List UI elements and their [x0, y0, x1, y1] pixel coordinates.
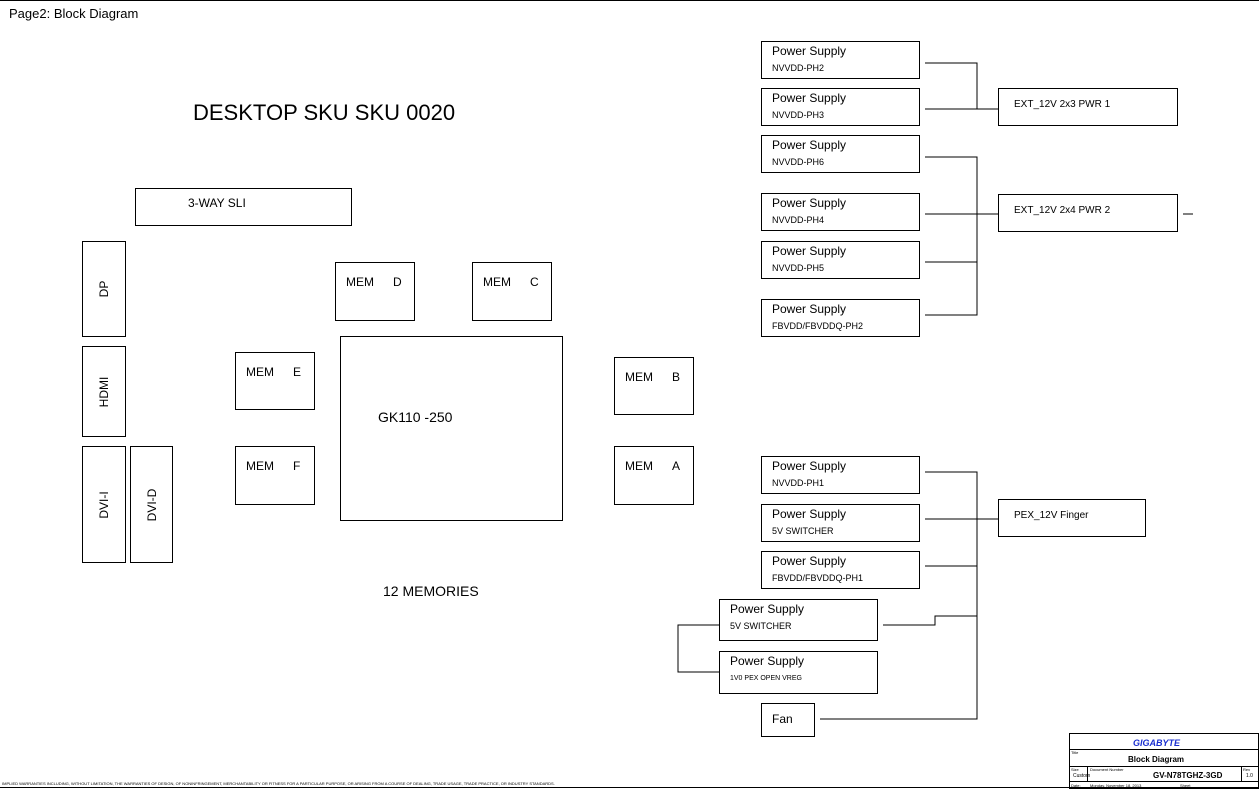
sheet-label: Sheet: [1180, 783, 1191, 788]
document-title: Block Diagram: [1128, 755, 1185, 764]
dp-connector: DP: [82, 241, 126, 337]
memory-b-letter: B: [672, 370, 681, 384]
title-block-divider: [1087, 766, 1088, 781]
memory-c: MEM C: [472, 262, 552, 321]
power-supply-nvvdd-ph1: Power Supply NVVDD-PH1: [761, 456, 920, 494]
power-supply-1v0-pex: Power Supply 1V0 PEX OPEN VREG: [719, 651, 878, 694]
date-value: Monday, November 18, 2013: [1090, 783, 1142, 788]
dp-label: DP: [97, 280, 111, 298]
power-supply-label: Power Supply: [772, 44, 847, 58]
size-value: Custom: [1073, 773, 1091, 779]
gpu-block: GK110 -250: [340, 336, 563, 521]
memory-d-mem: MEM: [346, 275, 374, 289]
memory-b: MEM B: [614, 357, 694, 415]
power-supply-label: Power Supply: [730, 602, 805, 616]
power-supply-5v-switcher-a: Power Supply 5V SWITCHER: [761, 504, 920, 542]
sli-label: 3-WAY SLI: [188, 196, 246, 210]
dvi-d-connector: DVI-D: [130, 446, 173, 563]
power-supply-label: Power Supply: [772, 196, 847, 210]
pex-12v-finger: PEX_12V Finger: [998, 499, 1146, 537]
document-number: GV-N78TGHZ-3GD: [1153, 771, 1223, 780]
memory-f-mem: MEM: [246, 459, 274, 473]
power-supply-label: Power Supply: [730, 654, 805, 668]
title-block-divider: [1070, 781, 1259, 782]
fan-block: Fan: [761, 703, 815, 737]
dvi-i-connector: DVI-I: [82, 446, 126, 563]
rev-label: Rev: [1243, 767, 1251, 772]
title-block-divider: [1241, 766, 1242, 781]
power-supply-5v-switcher-b: Power Supply 5V SWITCHER: [719, 599, 878, 641]
power-supply-rail: NVVDD-PH1: [772, 478, 825, 488]
memory-d: MEM D: [335, 262, 415, 321]
power-supply-rail: 5V SWITCHER: [730, 621, 792, 631]
footer-disclaimer: IMPLIED WARRANTIES INCLUDING, WITHOUT LI…: [2, 781, 555, 786]
title-block-divider: [1070, 766, 1259, 767]
power-supply-rail: NVVDD-PH6: [772, 157, 825, 167]
ext-12v-pwr2-label: EXT_12V 2x4 PWR 2: [1014, 205, 1111, 216]
memory-f-letter: F: [293, 459, 301, 473]
memory-c-letter: C: [530, 275, 539, 289]
power-supply-label: Power Supply: [772, 138, 847, 152]
power-supply-rail: NVVDD-PH3: [772, 110, 825, 120]
size-label: Size: [1071, 767, 1079, 772]
diagram-title: DESKTOP SKU SKU 0020: [193, 100, 456, 125]
ext-12v-pwr1: EXT_12V 2x3 PWR 1: [998, 88, 1178, 126]
power-supply-rail: FBVDD/FBVDDQ-PH1: [772, 573, 864, 583]
power-supply-rail: NVVDD-PH2: [772, 63, 825, 73]
memory-f: MEM F: [235, 446, 315, 505]
power-supply-nvvdd-ph2: Power Supply NVVDD-PH2: [761, 41, 920, 79]
docnum-label: Document Number: [1090, 767, 1124, 772]
power-supply-label: Power Supply: [772, 459, 847, 473]
date-label: Date:: [1071, 783, 1081, 788]
power-supply-rail: 1V0 PEX OPEN VREG: [730, 675, 802, 682]
rev-value: 1.0: [1246, 773, 1253, 779]
title-block: GIGABYTE Title Block Diagram Size Custom…: [1069, 733, 1259, 789]
power-supply-label: Power Supply: [772, 244, 847, 258]
memory-a: MEM A: [614, 446, 694, 505]
gpu-label: GK110 -250: [378, 409, 453, 425]
power-supply-nvvdd-ph5: Power Supply NVVDD-PH5: [761, 241, 920, 279]
page-title: Page2: Block Diagram: [9, 6, 139, 21]
power-supply-rail: NVVDD-PH4: [772, 215, 825, 225]
dvi-i-label: DVI-I: [97, 490, 111, 519]
power-supply-label: Power Supply: [772, 91, 847, 105]
memory-d-letter: D: [393, 275, 402, 289]
memory-e: MEM E: [235, 352, 315, 410]
power-supply-label: Power Supply: [772, 554, 847, 568]
dvi-d-label: DVI-D: [144, 488, 159, 521]
power-supply-label: Power Supply: [772, 302, 847, 316]
title-block-divider: [1070, 749, 1259, 750]
company-logo-text: GIGABYTE: [1133, 738, 1181, 748]
memory-a-mem: MEM: [625, 459, 653, 473]
power-supply-fbvdd-ph1: Power Supply FBVDD/FBVDDQ-PH1: [761, 551, 920, 589]
ext-12v-pwr2: EXT_12V 2x4 PWR 2: [998, 194, 1178, 232]
power-supply-label: Power Supply: [772, 507, 847, 521]
hdmi-connector: HDMI: [82, 346, 126, 437]
power-supply-fbvdd-ph2: Power Supply FBVDD/FBVDDQ-PH2: [761, 299, 920, 337]
power-supply-rail: NVVDD-PH5: [772, 263, 825, 273]
power-supply-nvvdd-ph3: Power Supply NVVDD-PH3: [761, 88, 920, 126]
fan-label: Fan: [772, 712, 793, 726]
pex-12v-finger-label: PEX_12V Finger: [1014, 510, 1089, 521]
memory-e-mem: MEM: [246, 365, 274, 379]
memories-count-label: 12 MEMORIES: [383, 583, 479, 599]
memory-a-letter: A: [672, 459, 681, 473]
memory-c-mem: MEM: [483, 275, 511, 289]
power-supply-nvvdd-ph6: Power Supply NVVDD-PH6: [761, 135, 920, 173]
hdmi-label: HDMI: [97, 376, 111, 407]
ext-12v-pwr1-label: EXT_12V 2x3 PWR 1: [1014, 99, 1111, 110]
sli-block: 3-WAY SLI: [135, 188, 352, 226]
page-border: [0, 0, 1259, 1]
power-supply-nvvdd-ph4: Power Supply NVVDD-PH4: [761, 193, 920, 231]
memory-e-letter: E: [293, 365, 302, 379]
page-border-bottom: [0, 787, 1259, 788]
power-supply-rail: 5V SWITCHER: [772, 526, 834, 536]
title-label: Title: [1071, 750, 1079, 755]
power-supply-rail: FBVDD/FBVDDQ-PH2: [772, 321, 864, 331]
memory-b-mem: MEM: [625, 370, 653, 384]
